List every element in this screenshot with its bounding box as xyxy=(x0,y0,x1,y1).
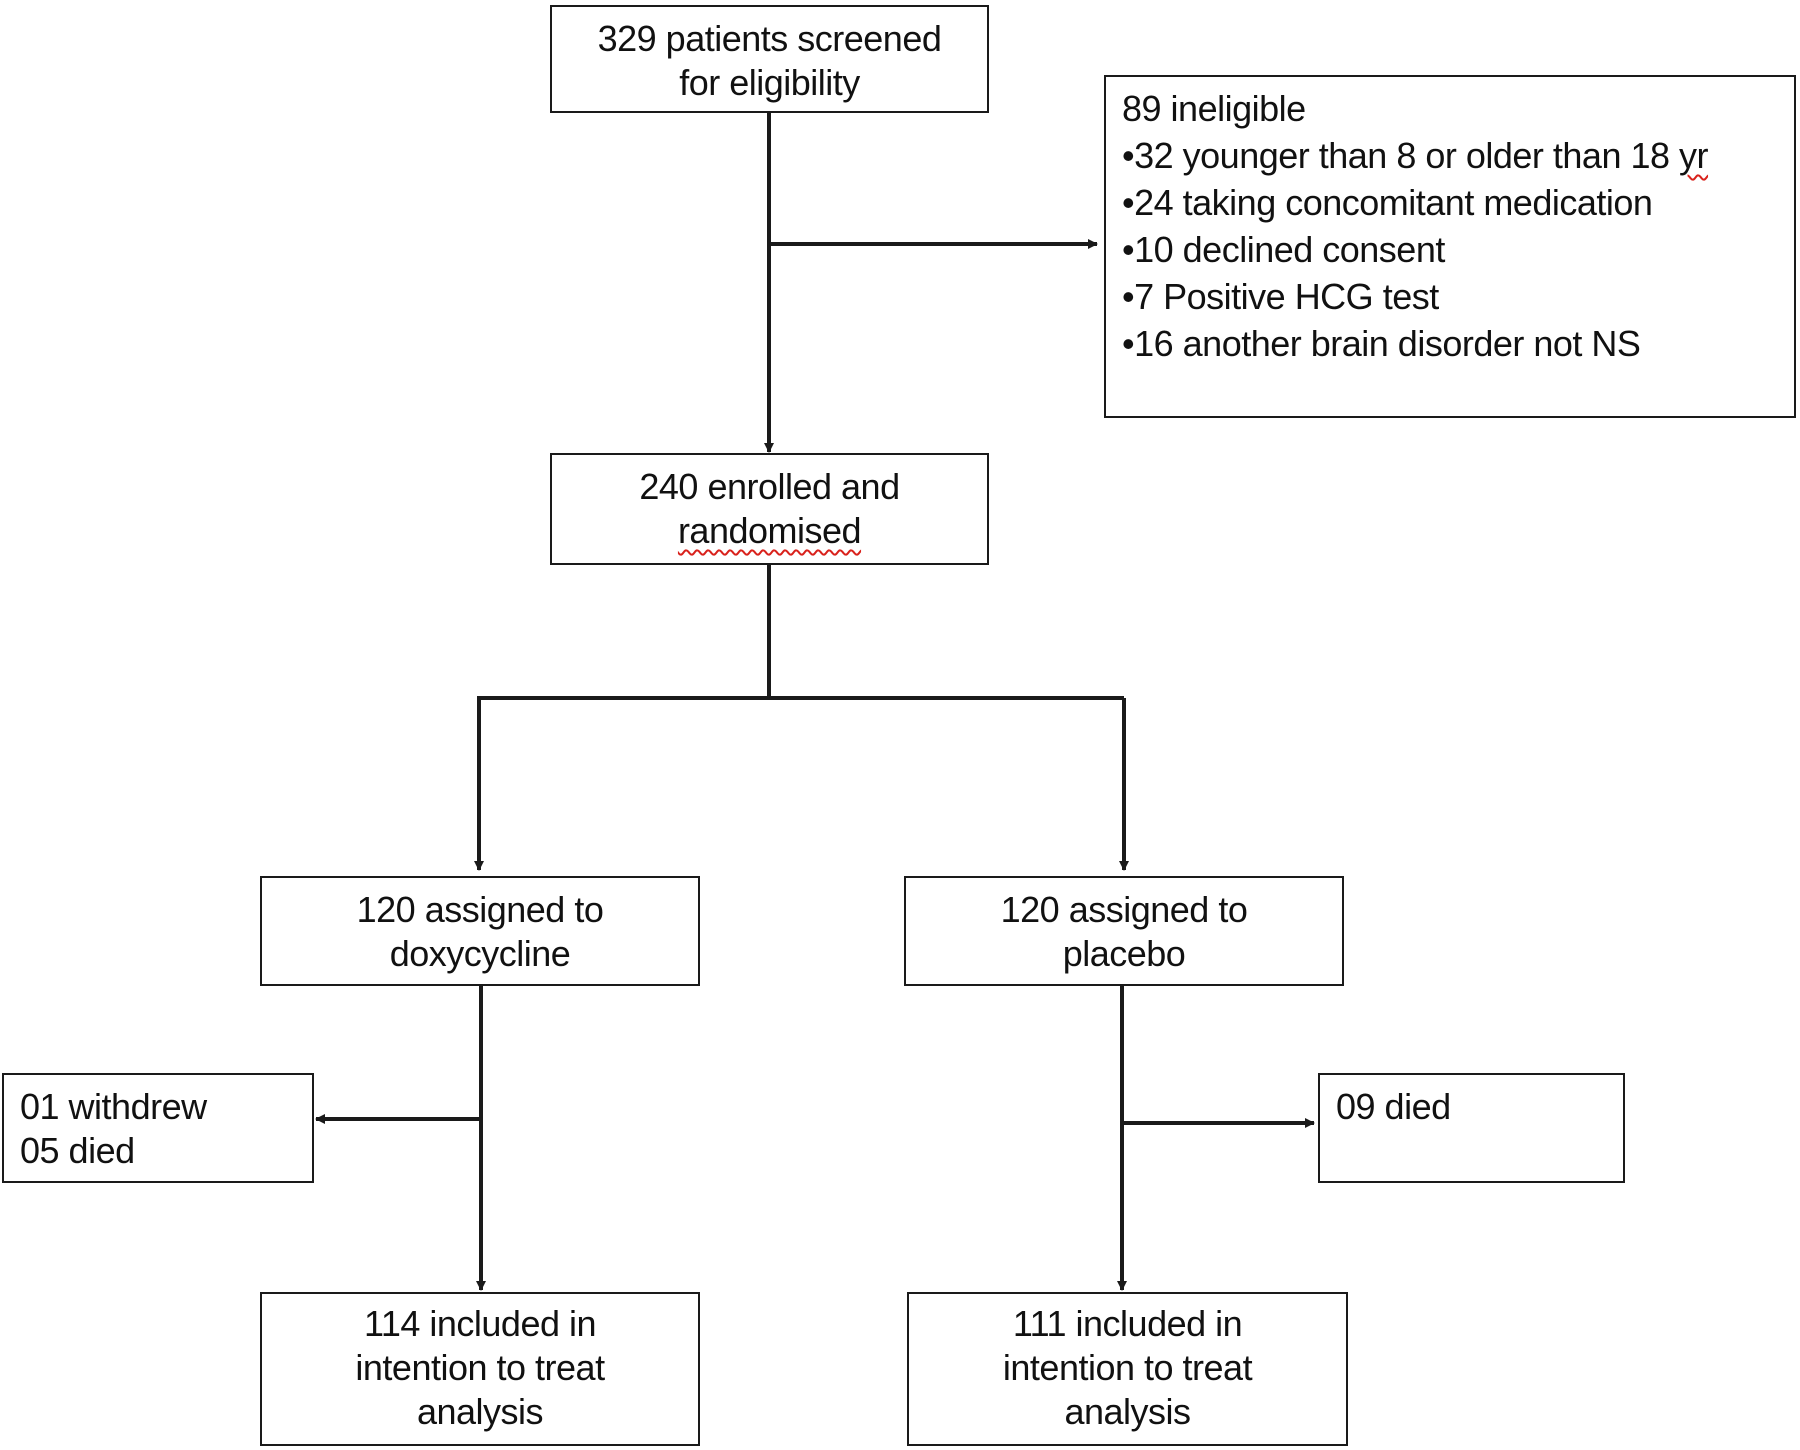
ineligible-box: 89 ineligible •32 younger than 8 or olde… xyxy=(1104,75,1796,418)
ineligible-item-brain-disorder: •16 another brain disorder not NS xyxy=(1122,320,1794,367)
enrolled-line-1: 240 enrolled and xyxy=(639,466,900,507)
ineligible-item-age-text: 32 younger than 8 or older than 18 xyxy=(1134,135,1680,176)
bullet-1: • xyxy=(1122,135,1135,176)
placebo-losses-box: 09 died xyxy=(1318,1073,1625,1183)
enrolled-line-2: randomised xyxy=(677,510,862,551)
doxycycline-itt-box: 114 included in intention to treat analy… xyxy=(260,1292,700,1446)
ineligible-item-medication-text: 24 taking concomitant medication xyxy=(1134,182,1653,223)
placebo-itt-box: 111 included in intention to treat analy… xyxy=(907,1292,1348,1446)
ineligible-item-hcg: •7 Positive HCG test xyxy=(1122,273,1794,320)
ineligible-heading: 89 ineligible xyxy=(1122,88,1306,129)
ineligible-item-hcg-text: 7 Positive HCG test xyxy=(1134,276,1439,317)
placebo-losses-line-1: 09 died xyxy=(1336,1086,1451,1127)
doxycycline-itt-line-3: analysis xyxy=(416,1391,544,1432)
enrolled-box: 240 enrolled and randomised xyxy=(550,453,989,565)
bullet-4: • xyxy=(1122,276,1135,317)
bullet-5: • xyxy=(1122,323,1135,364)
screened-line-1: 329 patients screened xyxy=(597,18,942,59)
placebo-itt-line-2: intention to treat xyxy=(1002,1347,1253,1388)
screened-box: 329 patients screened for eligibility xyxy=(550,5,989,113)
ineligible-item-age-unit: yr xyxy=(1679,135,1709,176)
placebo-itt-line-3: analysis xyxy=(1064,1391,1191,1432)
ineligible-item-medication: •24 taking concomitant medication xyxy=(1122,179,1794,226)
doxycycline-itt-line-2: intention to treat xyxy=(355,1347,605,1388)
bullet-3: • xyxy=(1122,229,1135,270)
doxycycline-arm-box: 120 assigned to doxycycline xyxy=(260,876,700,986)
placebo-arm-line-2: placebo xyxy=(1062,933,1186,974)
doxycycline-losses-line-2: 05 died xyxy=(20,1130,135,1171)
screened-line-2: for eligibility xyxy=(679,62,860,103)
doxycycline-losses-line-1: 01 withdrew xyxy=(20,1086,207,1127)
ineligible-item-brain-disorder-text: 16 another brain disorder not NS xyxy=(1134,323,1641,364)
doxycycline-itt-line-1: 114 included in xyxy=(363,1303,597,1344)
ineligible-item-consent: •10 declined consent xyxy=(1122,226,1794,273)
ineligible-item-consent-text: 10 declined consent xyxy=(1134,229,1445,270)
placebo-arm-box: 120 assigned to placebo xyxy=(904,876,1344,986)
doxycycline-arm-line-2: doxycycline xyxy=(389,933,571,974)
doxycycline-losses-box: 01 withdrew 05 died xyxy=(2,1073,314,1183)
placebo-arm-line-1: 120 assigned to xyxy=(1000,889,1248,930)
doxycycline-arm-line-1: 120 assigned to xyxy=(356,889,604,930)
bullet-2: • xyxy=(1122,182,1135,223)
ineligible-item-age: •32 younger than 8 or older than 18 yr xyxy=(1122,132,1794,179)
enrolled-line-2-wrap: randomised xyxy=(552,509,987,553)
placebo-itt-line-1: 111 included in xyxy=(1012,1303,1243,1344)
